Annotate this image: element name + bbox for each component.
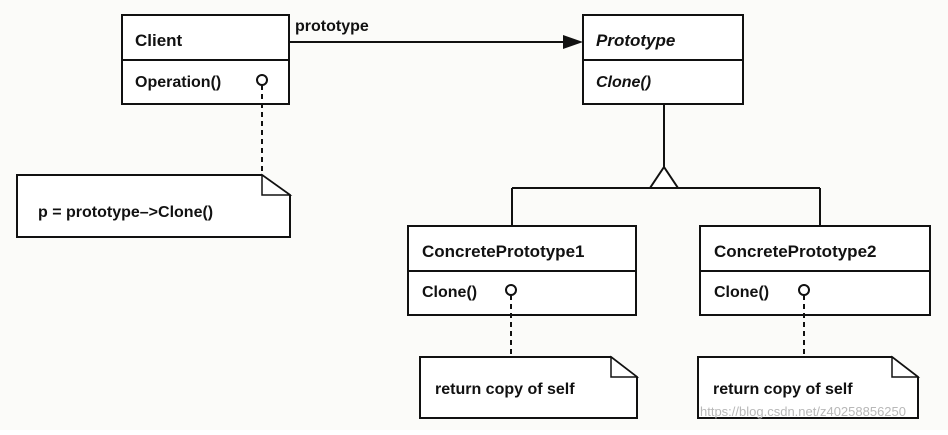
concrete-prototype-1-class: ConcretePrototype1 Clone() bbox=[407, 225, 637, 316]
prototype-class-name: Prototype bbox=[596, 31, 675, 50]
concrete-prototype-2-name: ConcretePrototype2 bbox=[714, 242, 876, 261]
association-arrowhead bbox=[563, 35, 583, 49]
concrete-prototype-1-note-anchor bbox=[505, 284, 517, 296]
prototype-class: Prototype Clone() bbox=[582, 14, 744, 105]
prototype-clone-method: Clone() bbox=[596, 74, 651, 91]
client-operation-note-anchor bbox=[256, 74, 268, 86]
inheritance-triangle bbox=[648, 165, 680, 189]
client-note: p = prototype–>Clone() bbox=[16, 85, 293, 238]
concrete-prototype-2-clone-method: Clone() bbox=[714, 284, 769, 301]
client-note-box bbox=[16, 174, 291, 238]
concrete-prototype-1-clone-method: Clone() bbox=[422, 284, 477, 301]
concrete-prototype-2-note: return copy of self bbox=[697, 295, 921, 419]
watermark-text: https://blog.csdn.net/z40258856250 bbox=[700, 404, 906, 419]
inheritance-hierarchy bbox=[511, 104, 821, 226]
client-note-text: p = prototype–>Clone() bbox=[38, 204, 213, 221]
client-operation-method: Operation() bbox=[135, 74, 221, 91]
concrete-prototype-1-note-fold bbox=[610, 355, 640, 378]
concrete-prototype-2-note-anchor bbox=[798, 284, 810, 296]
client-class: Client Operation() bbox=[121, 14, 290, 105]
concrete-prototype-2-class: ConcretePrototype2 Clone() bbox=[699, 225, 931, 316]
prototype-association: prototype bbox=[289, 18, 583, 49]
client-note-fold bbox=[261, 173, 293, 196]
concrete-prototype-1-note: return copy of self bbox=[419, 295, 640, 419]
concrete-prototype-1-note-box bbox=[419, 356, 638, 419]
concrete-prototype-2-note-fold bbox=[891, 355, 921, 378]
concrete-prototype-1-name: ConcretePrototype1 bbox=[422, 242, 584, 261]
concrete-prototype-2-note-box bbox=[697, 356, 919, 419]
client-class-name: Client bbox=[135, 31, 183, 50]
concrete-prototype-1-note-text: return copy of self bbox=[435, 381, 575, 398]
concrete-prototype-2-note-text: return copy of self bbox=[713, 381, 853, 398]
association-label: prototype bbox=[295, 18, 369, 35]
